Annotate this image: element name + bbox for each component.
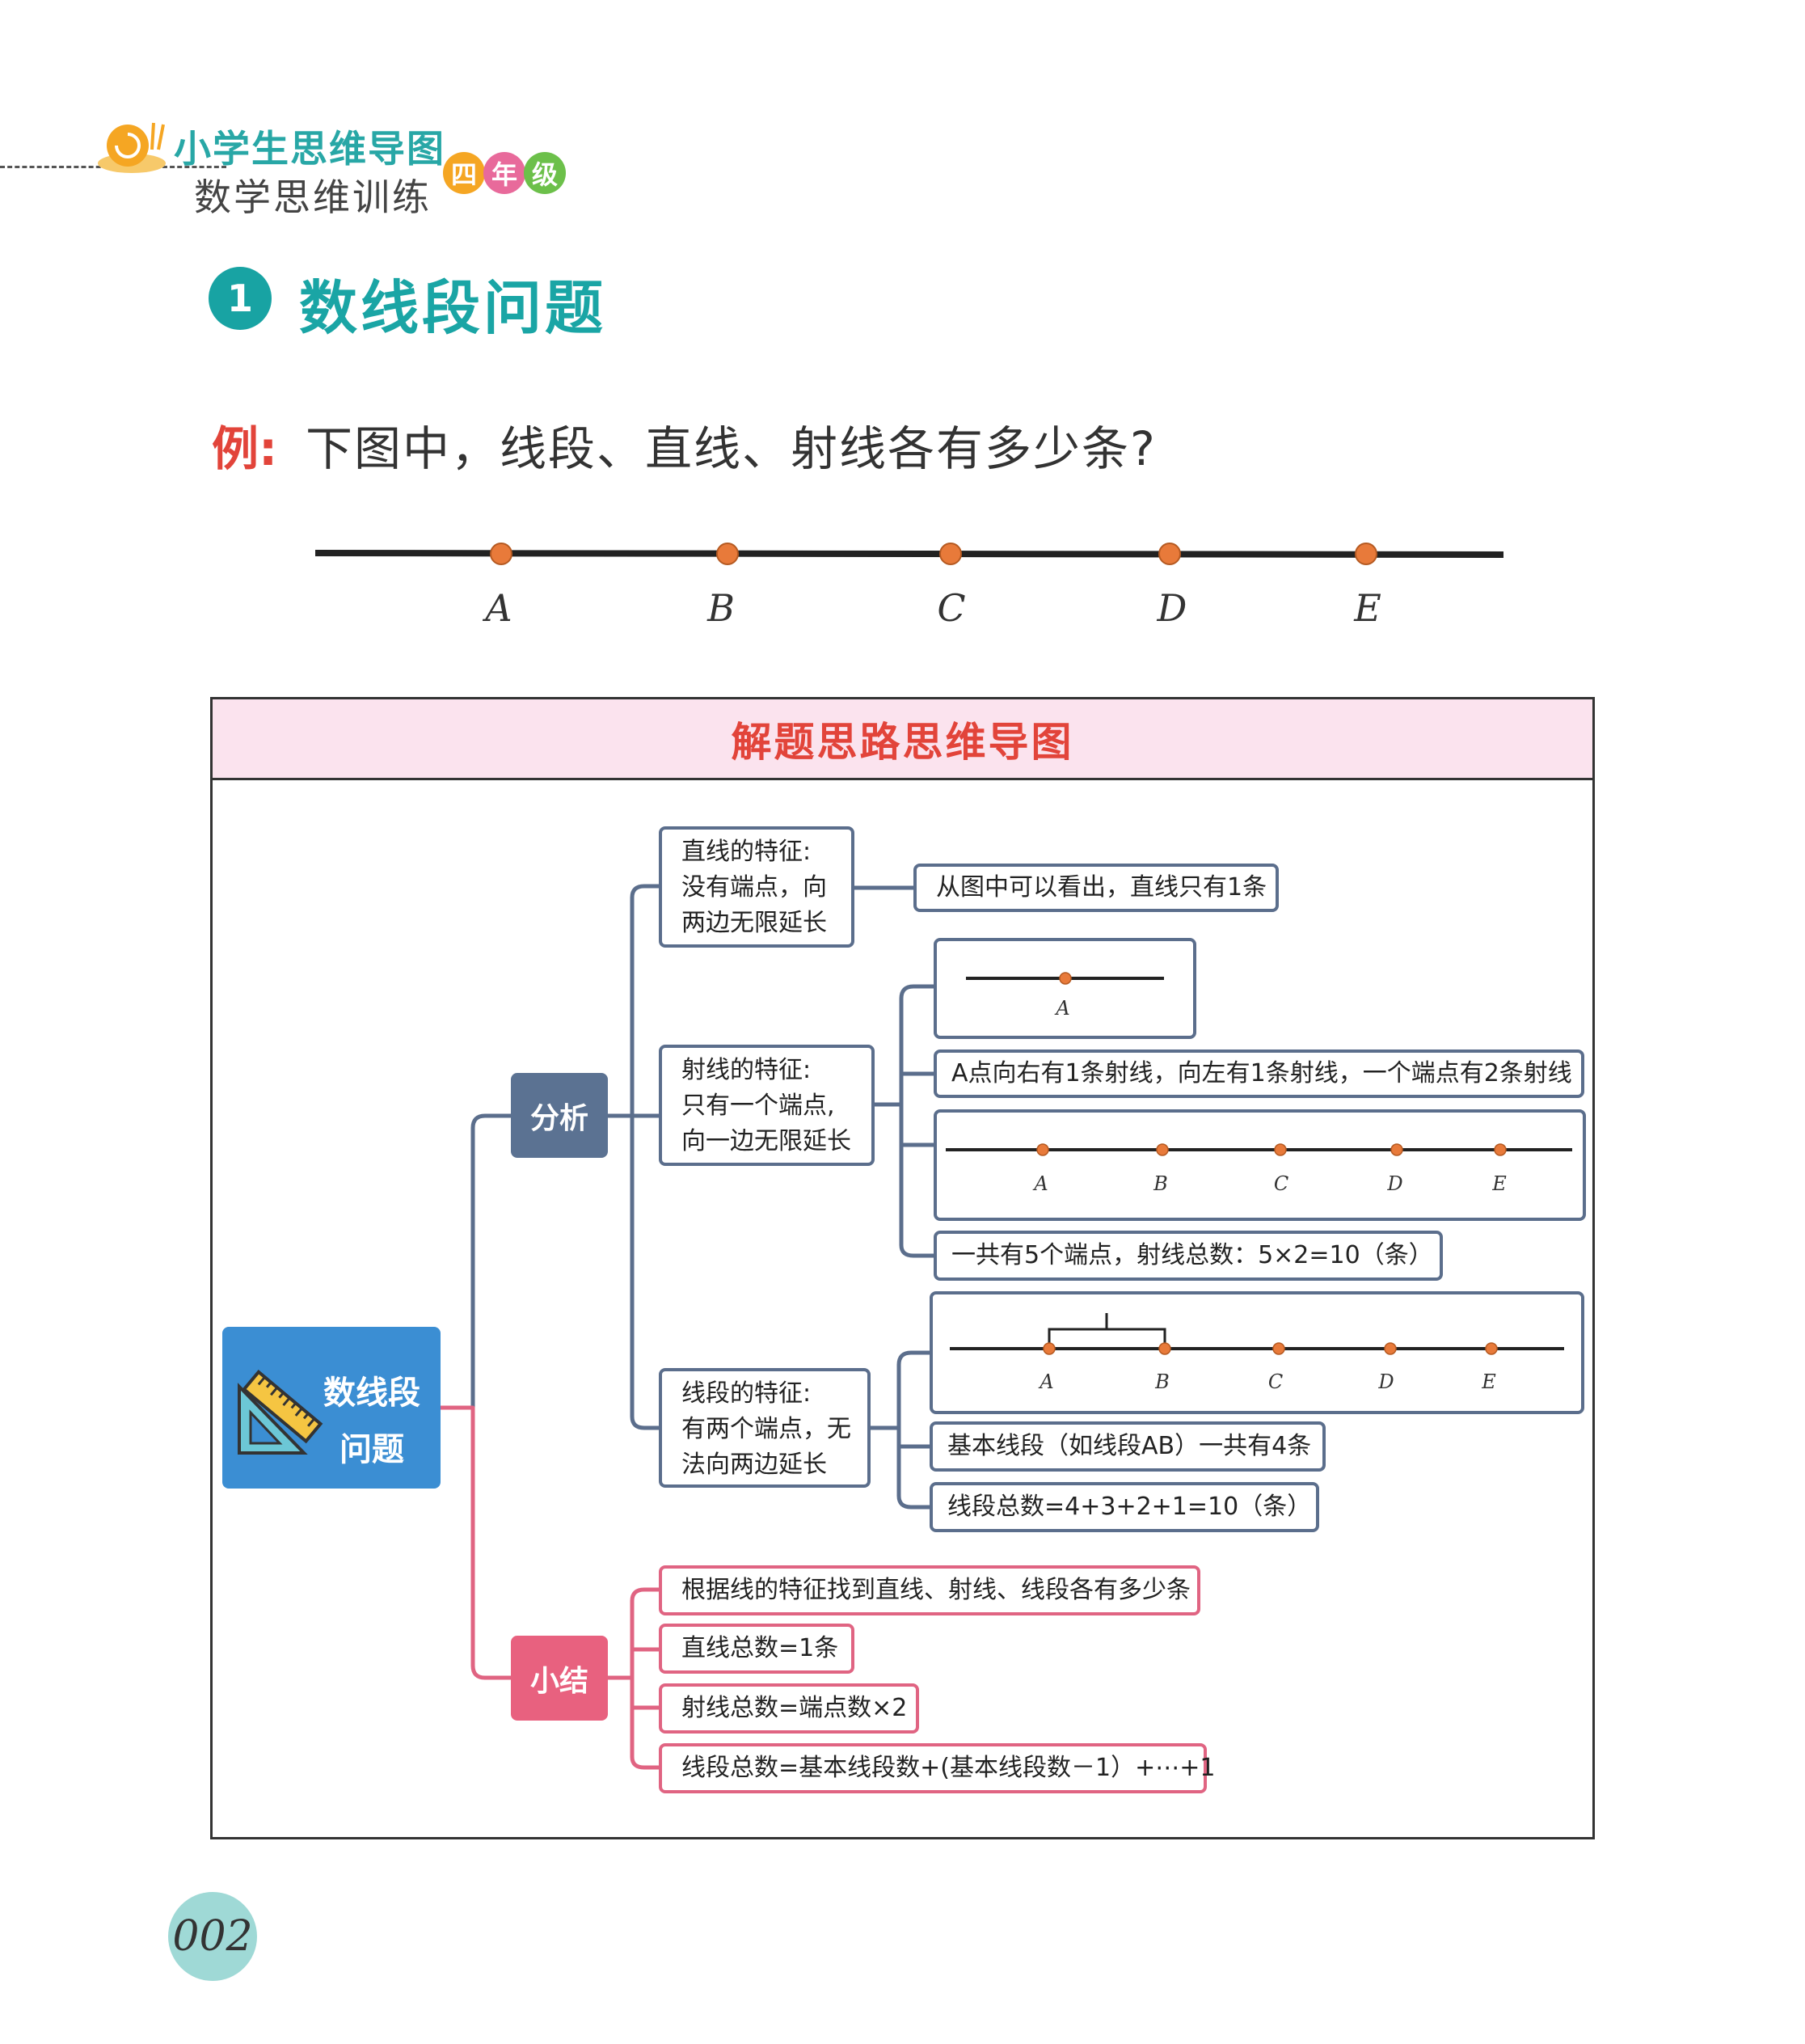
- summary-node: 小结: [511, 1636, 608, 1721]
- ray-point-e-label: E: [1491, 1172, 1507, 1195]
- point-e-marker: [1355, 543, 1377, 565]
- ray-feature-box: 射线的特征: 只有一个端点, 向一边无限延长: [659, 1045, 875, 1166]
- section-number-badge: 1: [209, 267, 272, 330]
- line-feature-text-2: 没有端点，向: [681, 873, 827, 902]
- segment-feature-text-1: 线段的特征:: [681, 1379, 812, 1408]
- ruler-triangle-icon: [238, 1369, 323, 1455]
- segment-feature-text-3: 法向两边延长: [681, 1451, 827, 1479]
- mindmap-frame: [210, 697, 1595, 1839]
- segment-feature-box: 线段的特征: 有两个端点，无 法向两边延长: [659, 1368, 871, 1488]
- line-conclusion-box: 从图中可以看出，直线只有1条: [913, 864, 1279, 912]
- grade-badge-3: 级: [524, 152, 566, 194]
- point-c-marker: [939, 543, 962, 565]
- page-number: 002: [168, 1892, 257, 1981]
- series-subtitle: 数学思维训练: [194, 175, 432, 219]
- ray-feature-text-1: 射线的特征:: [681, 1056, 812, 1084]
- snail-icon: [98, 122, 166, 173]
- ray-points-figure: A B C D E: [946, 1143, 1572, 1195]
- point-e-label: E: [1353, 586, 1381, 630]
- segment-points-box: [930, 1291, 1584, 1414]
- point-b-marker: [716, 543, 739, 565]
- summary-item-1: 根据线的特征找到直线、射线、线段各有多少条: [659, 1565, 1200, 1615]
- line-feature-box: 直线的特征: 没有端点，向 两边无限延长: [659, 826, 854, 948]
- summary-item-4: 线段总数=基本线段数+(基本线段数－1）+⋯+1: [659, 1743, 1215, 1793]
- ray-point-c-label: C: [1274, 1172, 1288, 1195]
- root-label: 数线段 问题: [319, 1365, 424, 1478]
- segment-point-b-label: B: [1154, 1370, 1170, 1393]
- segment-basic-box: 基本线段（如线段AB）一共有4条: [930, 1421, 1326, 1472]
- point-c-label: C: [937, 586, 965, 630]
- segment-point-d-label: D: [1377, 1370, 1394, 1393]
- ray-single-point-figure: A: [966, 972, 1164, 1020]
- ray-point-d-label: D: [1386, 1172, 1402, 1195]
- main-number-line: A B C D E: [314, 543, 1504, 630]
- example-question: 下图中，线段、直线、射线各有多少条?: [306, 421, 1157, 476]
- analysis-node: 分析: [511, 1073, 608, 1158]
- line-feature-text-3: 两边无限延长: [681, 909, 827, 937]
- segment-point-a-label: A: [1038, 1370, 1053, 1393]
- segment-points-figure: A B C D E: [950, 1313, 1564, 1393]
- section-title: 数线段问题: [299, 274, 607, 342]
- ray-total-box: 一共有5个端点，射线总数：5×2=10（条）: [934, 1231, 1443, 1281]
- ray-point-b-label: B: [1153, 1172, 1168, 1195]
- point-b-label: B: [706, 586, 735, 630]
- root-label-line-1: 数线段: [323, 1375, 420, 1412]
- segment-point-c-label: C: [1268, 1370, 1283, 1393]
- root-label-line-2: 问题: [339, 1431, 404, 1468]
- ray-point-a-label: A: [1032, 1172, 1048, 1195]
- summary-item-2: 直线总数=1条: [659, 1624, 854, 1674]
- grade-badge-2: 年: [483, 152, 525, 194]
- point-a-marker: [490, 543, 512, 565]
- point-d-label: D: [1157, 586, 1187, 630]
- ray-single-point-label: A: [1054, 997, 1069, 1020]
- segment-point-e-label: E: [1481, 1370, 1496, 1393]
- ray-points-box: [934, 1109, 1586, 1221]
- point-d-marker: [1158, 543, 1181, 565]
- ray-feature-text-2: 只有一个端点,: [681, 1092, 835, 1120]
- ray-feature-text-3: 向一边无限延长: [681, 1127, 851, 1155]
- point-a-label: A: [482, 586, 512, 630]
- ray-single-point-box: [934, 938, 1196, 1039]
- summary-item-3: 射线总数=端点数×2: [659, 1683, 919, 1734]
- line-feature-text-1: 直线的特征:: [681, 838, 812, 866]
- segment-total-box: 线段总数=4+3+2+1=10（条）: [930, 1482, 1319, 1532]
- mindmap-title: 解题思路思维导图: [213, 699, 1592, 780]
- segment-feature-text-2: 有两个端点，无: [681, 1415, 851, 1443]
- example-label: 例:: [212, 421, 278, 476]
- ray-note-box: A点向右有1条射线，向左有1条射线，一个端点有2条射线: [934, 1049, 1584, 1098]
- grade-badge-1: 四: [443, 152, 485, 194]
- series-title: 小学生思维导图: [174, 127, 445, 171]
